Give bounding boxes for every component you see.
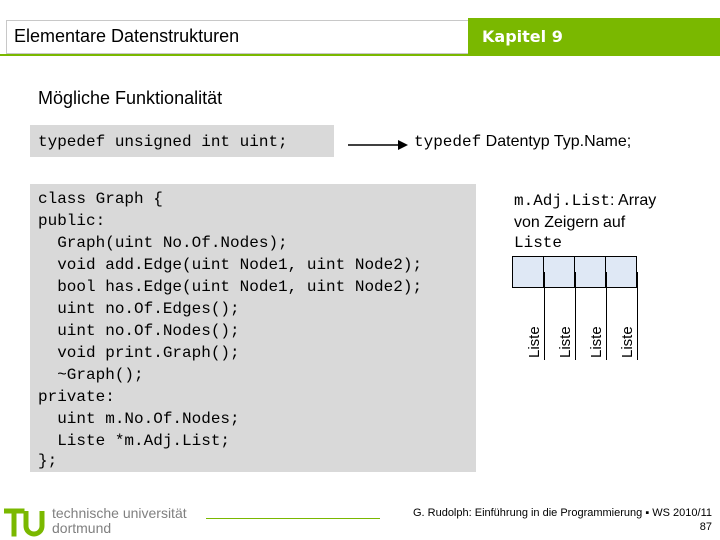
list-label: Liste [588,326,605,358]
adj-list-description: m.Adj.List: Array von Zeigern auf Liste [514,190,656,254]
typedef-keyword: typedef [414,133,482,151]
typedef-example-code: typedef unsigned int uint; [38,133,288,151]
logo-line2: dortmund [52,520,112,536]
arrow-right-icon [348,140,408,150]
tu-logo-icon [4,508,45,537]
code-line: }; [38,452,58,470]
slide-header: Elementare Datenstrukturen Kapitel 9 [0,18,720,56]
array-cell [543,256,575,288]
chapter-banner: Kapitel 9 [468,18,720,56]
header-title-area: Elementare Datenstrukturen [0,18,469,56]
pointer-line [637,272,638,360]
adj-list-line2: von Zeigern auf [514,214,626,231]
adj-list-suffix: : Array [610,192,657,209]
class-code-box: class Graph { public: Graph(uint No.Of.N… [30,184,476,472]
code-line: void print.Graph(); [38,344,240,362]
code-line: void add.Edge(uint Node1, uint Node2); [38,256,423,274]
logo-text: technische universität dortmund [52,506,187,536]
code-line: Graph(uint No.Of.Nodes); [38,234,288,252]
typedef-pattern: typedef Datentyp Typ.Name; [414,133,631,151]
list-label: Liste [619,326,636,358]
pointer-line [544,272,545,360]
page-number: 87 [699,521,712,533]
array-cell [574,256,606,288]
code-line: private: [38,388,115,406]
code-line: bool has.Edge(uint Node1, uint Node2); [38,278,423,296]
code-line: class Graph { [38,190,163,208]
list-label: Liste [557,326,574,358]
code-line: Liste *m.Adj.List; [38,432,231,450]
array-cell [512,256,544,288]
adj-list-name: m.Adj.List [514,192,611,210]
typedef-example-box: typedef unsigned int uint; [30,125,334,157]
logo-line1: technische universität [52,505,187,521]
typedef-pattern-rest: Datentyp Typ.Name; [481,133,632,150]
chapter-label: Kapitel 9 [482,27,563,46]
university-logo: technische universität dortmund [4,504,204,540]
footer-divider [206,518,380,519]
header-title: Elementare Datenstrukturen [14,26,240,46]
code-line: uint no.Of.Edges(); [38,300,240,318]
adj-list-line3: Liste [514,234,563,252]
code-line: uint no.Of.Nodes(); [38,322,240,340]
adj-list-array [512,256,640,288]
footer-citation: G. Rudolph: Einführung in die Programmie… [413,506,712,534]
code-line: public: [38,212,106,230]
array-cell [605,256,637,288]
list-label: Liste [526,326,543,358]
header-title-frame [6,20,469,54]
code-line: uint m.No.Of.Nodes; [38,410,240,428]
citation-text: G. Rudolph: Einführung in die Programmie… [412,507,712,519]
pointer-line [575,272,576,360]
code-line: ~Graph(); [38,366,144,384]
pointer-line [606,272,607,360]
section-title: Mögliche Funktionalität [38,88,223,108]
